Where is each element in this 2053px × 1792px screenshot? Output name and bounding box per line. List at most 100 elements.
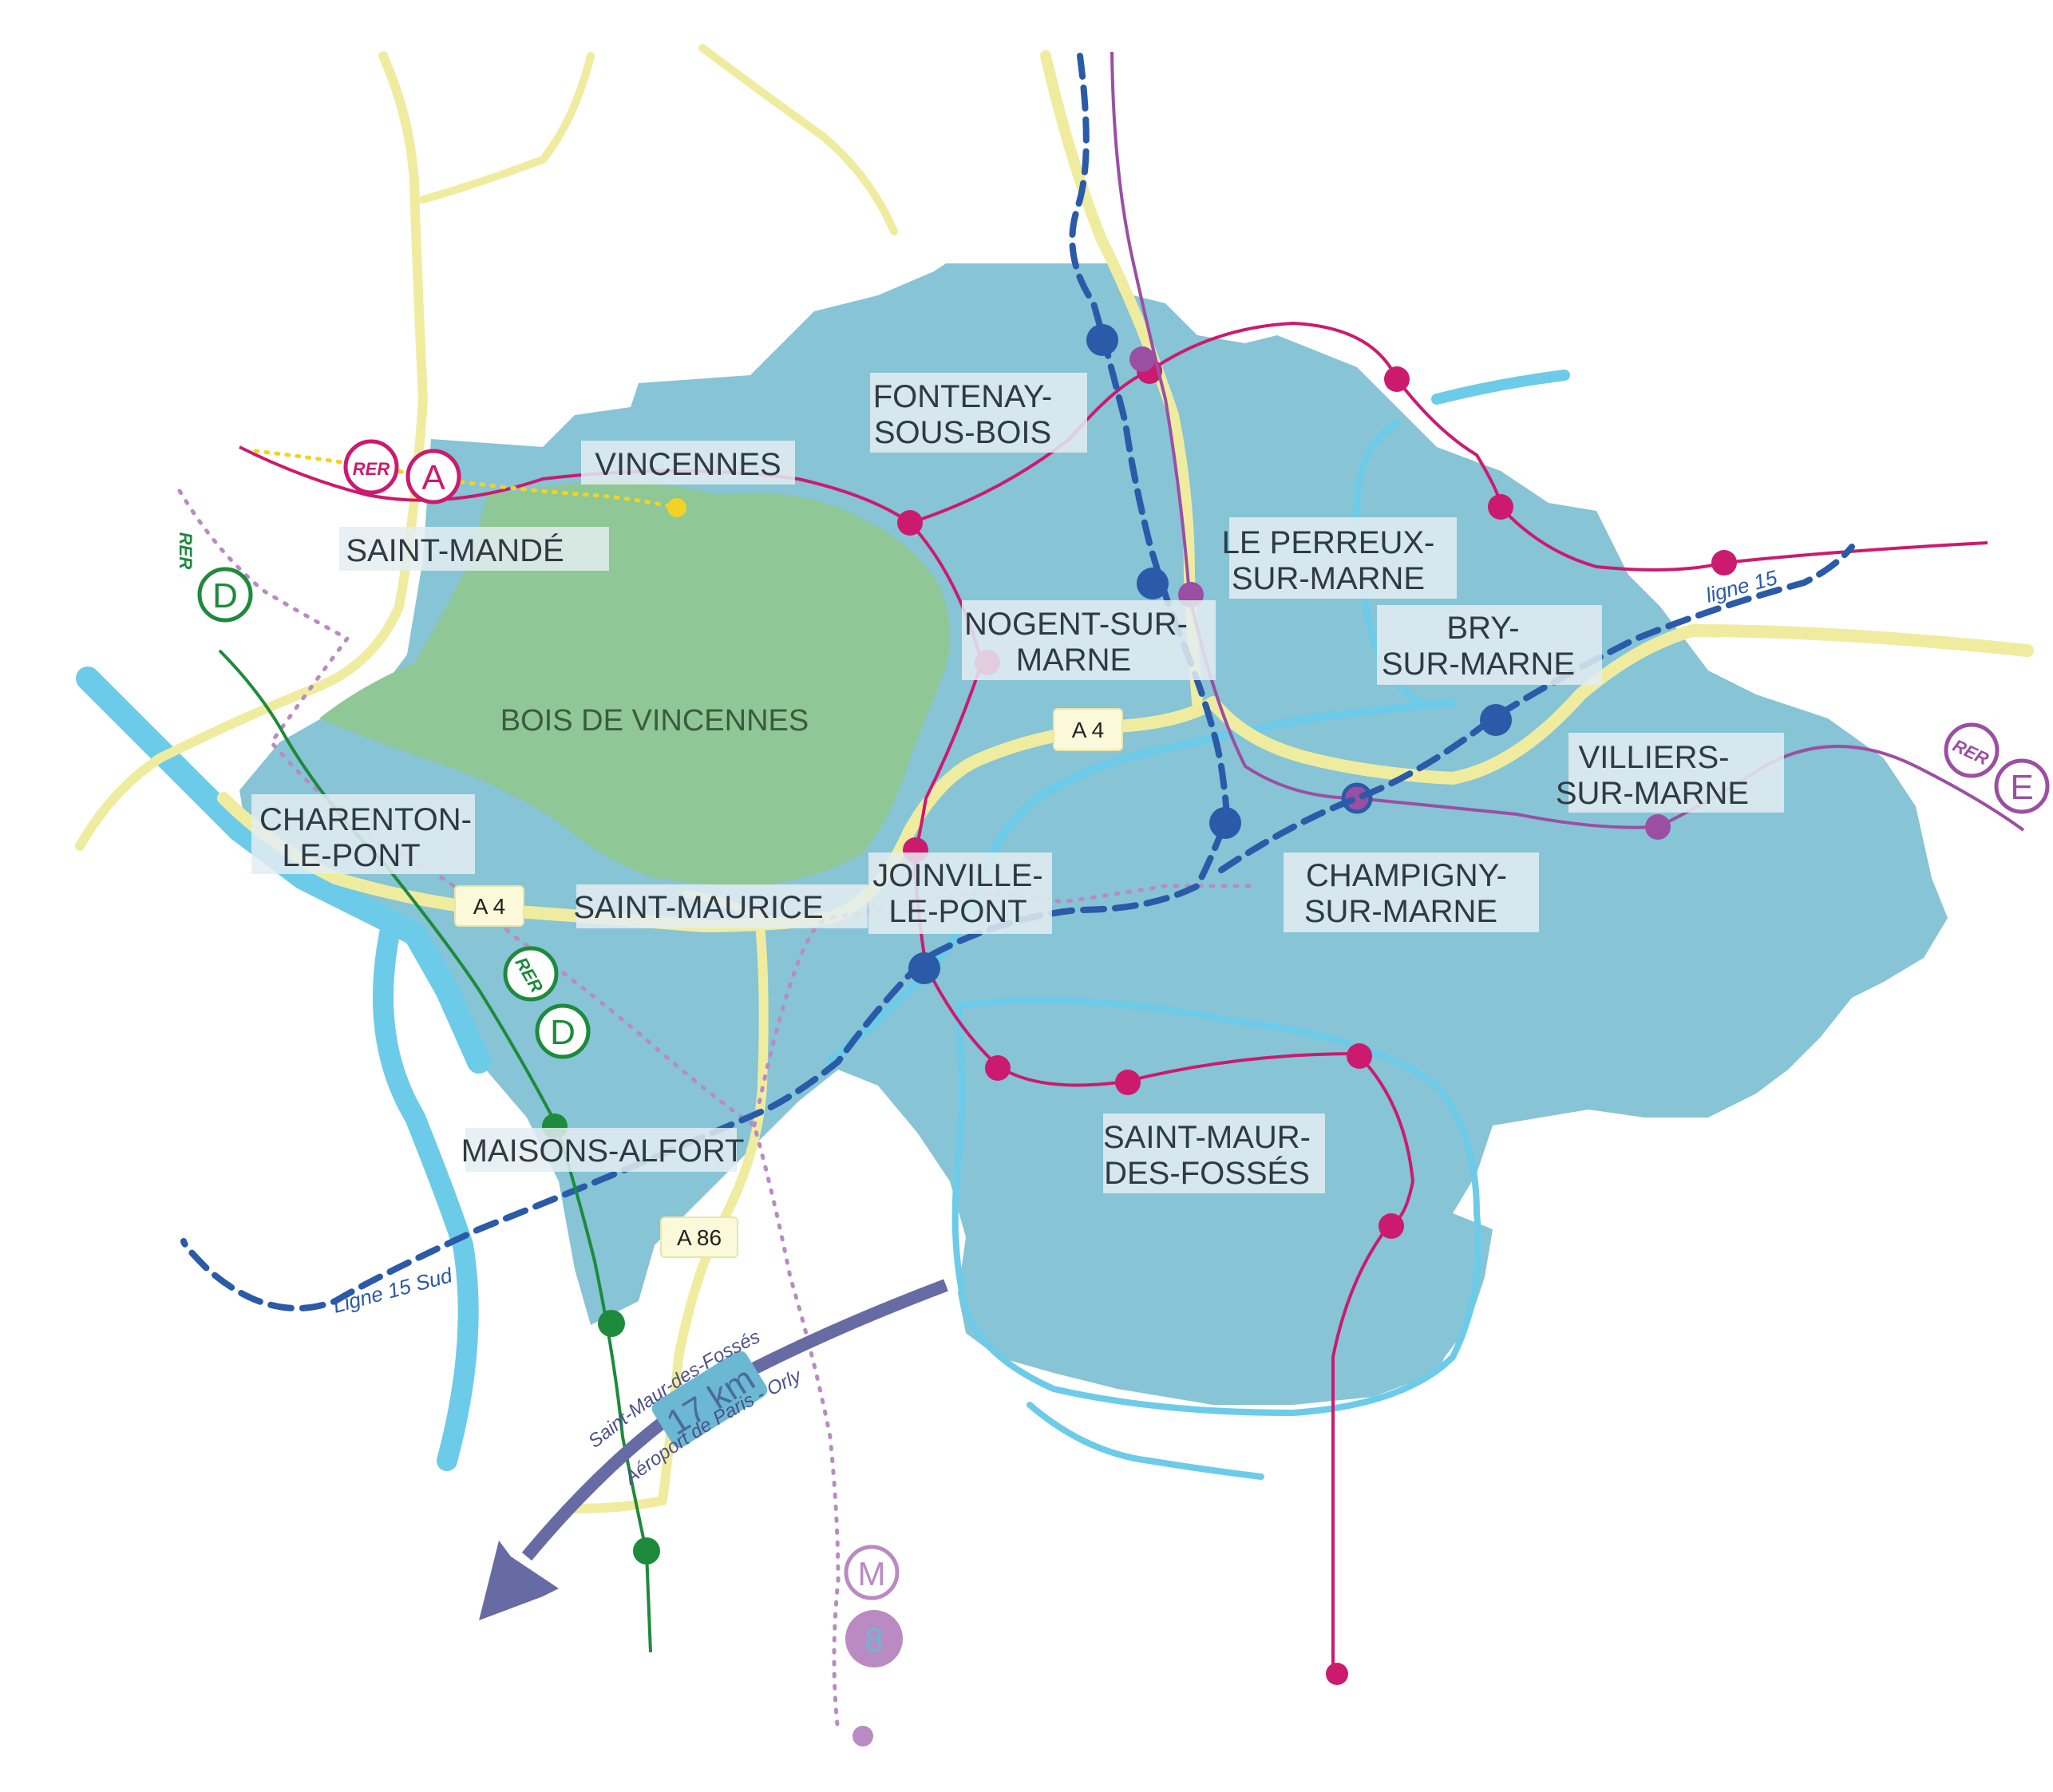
town-name-line: SUR-MARNE [1382,647,1575,682]
rer-a-letter-ring [405,449,461,504]
town-name-line: SAINT-MAURICE [573,890,823,925]
rer-a-branch-dotted [253,449,686,517]
rer-e-roundel [1944,722,2000,778]
station[interactable] [1209,807,1241,839]
metro-8-terminus[interactable] [852,1726,873,1747]
town-label-le-perreux[interactable]: LE PERREUX-SUR-MARNE [1222,517,1457,599]
marne-channel [1026,1402,1264,1480]
town-name-line: MAISONS-ALFORT [461,1133,745,1169]
road-label-a86: A 86 [660,1216,738,1258]
station[interactable] [1711,550,1737,576]
station[interactable] [908,952,940,984]
station[interactable] [598,1310,625,1337]
svg-text:NOGENT-SUR-MARNE: NOGENT-SUR-MARNE [964,607,1188,678]
ligne-15 [180,53,1855,1311]
town-name-line: LE-PONT [282,838,420,873]
station[interactable] [897,510,923,536]
town-name-line: SUR-MARNE [1304,894,1497,929]
station[interactable] [1480,704,1512,736]
town-name-line: SAINT-MAUR- [1103,1120,1311,1155]
town-label-villiers[interactable]: VILLIERS-SUR-MARNE [1556,733,1784,813]
seine-river-south [373,916,479,1471]
town-name-line: FONTENAY- [873,379,1052,414]
town-name-line: MARNE [1016,643,1131,678]
woods-label: BOIS DE VINCENNES [500,704,809,738]
marne-loop [951,997,1481,1416]
station[interactable] [633,1537,660,1565]
territory-area [239,263,1948,1405]
town-name-line: DES-FOSSÉS [1104,1155,1310,1191]
svg-text:CHARENTON-LE-PONT: CHARENTON-LE-PONT [259,802,472,873]
town-label-saint-mande[interactable]: SAINT-MANDÉ [339,527,609,571]
town-label-bry[interactable]: BRY-SUR-MARNE [1377,605,1602,685]
rer-d-letter-ring [197,567,253,623]
rer-a-badge: RER A [343,439,461,504]
rer-d-roundel-text: RER [176,532,196,570]
rer-d-badge-south: RER D [503,946,591,1059]
rer-a-roundel [343,439,399,495]
rer-e-badge: RER E [1944,722,2050,814]
svg-text:VILLIERS-SUR-MARNE: VILLIERS-SUR-MARNE [1556,740,1749,811]
rer-e-letter-ring [1994,758,2050,814]
town-name-line: JOINVILLE- [872,858,1042,893]
rer-d-letter: D [550,1013,576,1052]
station[interactable] [1341,782,1373,814]
station[interactable] [1488,494,1513,520]
town-name-line: LE PERREUX- [1222,525,1435,560]
town-label-vincennes[interactable]: VINCENNES [581,441,795,485]
town-label-fontenay[interactable]: FONTENAY-SOUS-BOIS [870,373,1087,453]
town-label-joinville[interactable]: JOINVILLE-LE-PONT [868,852,1052,934]
town-name-line: SUR-MARNE [1556,776,1749,811]
rer-d-letter-ring [535,1003,591,1059]
station[interactable] [1086,324,1118,356]
svg-text:CHAMPIGNY-SUR-MARNE: CHAMPIGNY-SUR-MARNE [1304,858,1507,929]
road-north-ne [698,44,898,235]
town-label-saint-maurice[interactable]: SAINT-MAURICE [573,884,868,928]
rer-a-roundel-text: RER [353,459,390,479]
town-name-line: SUR-MARNE [1232,561,1425,596]
station[interactable] [667,498,686,517]
town-name-line: CHARENTON- [259,802,472,837]
metro-8-number: 8 [864,1621,883,1659]
road-label-text: A 4 [1072,718,1104,742]
ligne-15-stations [908,324,1512,984]
station[interactable] [1115,1070,1141,1095]
metro-8-badge: M 8 [844,1545,903,1667]
rer-e-letter: E [2010,768,2033,807]
svg-text:FONTENAY-SOUS-BOIS: FONTENAY-SOUS-BOIS [873,379,1052,450]
station[interactable] [1384,366,1410,392]
station[interactable] [1137,568,1169,599]
station[interactable] [1347,1043,1372,1069]
road-label-text: A 86 [677,1225,722,1250]
road-north-w [419,52,595,204]
station[interactable] [985,1055,1011,1081]
town-label-champigny[interactable]: CHAMPIGNY-SUR-MARNE [1284,852,1539,932]
bois-de-vincennes-area [319,479,950,886]
road-label-a4-west: A 4 [454,885,524,927]
rer-d-letter: D [212,576,238,615]
river-branch-ne [1431,370,1570,405]
town-name-line: CHAMPIGNY- [1306,858,1507,893]
road-label-a4-east: A 4 [1053,708,1123,751]
station[interactable] [1645,814,1671,840]
town-label-maisons-alfort[interactable]: MAISONS-ALFORT [461,1128,745,1172]
road-a86 [570,905,769,1513]
station[interactable] [1379,1213,1404,1239]
station[interactable] [1129,346,1155,372]
town-label-saint-maur[interactable]: SAINT-MAUR-DES-FOSSÉS [1103,1114,1325,1193]
town-name-line: LE-PONT [888,894,1026,929]
distance-badge-bg [651,1351,768,1448]
rer-d-roundel [503,946,559,1002]
svg-text:SAINT-MAUR-DES-FOSSÉS: SAINT-MAUR-DES-FOSSÉS [1103,1120,1311,1191]
town-label-nogent[interactable]: NOGENT-SUR-MARNE [962,600,1216,680]
town-name-line: SOUS-BOIS [874,415,1051,450]
rer-d-badge-north: RER D [176,532,253,623]
metro-letter: M [858,1555,886,1592]
town-label-charenton[interactable]: CHARENTON-LE-PONT [251,794,475,874]
station[interactable] [1326,1663,1348,1685]
svg-text:BRY-SUR-MARNE: BRY-SUR-MARNE [1382,611,1575,682]
svg-text:JOINVILLE-LE-PONT: JOINVILLE-LE-PONT [872,858,1042,929]
town-name-line: BRY- [1446,611,1519,646]
town-name-line: VILLIERS- [1579,740,1730,775]
